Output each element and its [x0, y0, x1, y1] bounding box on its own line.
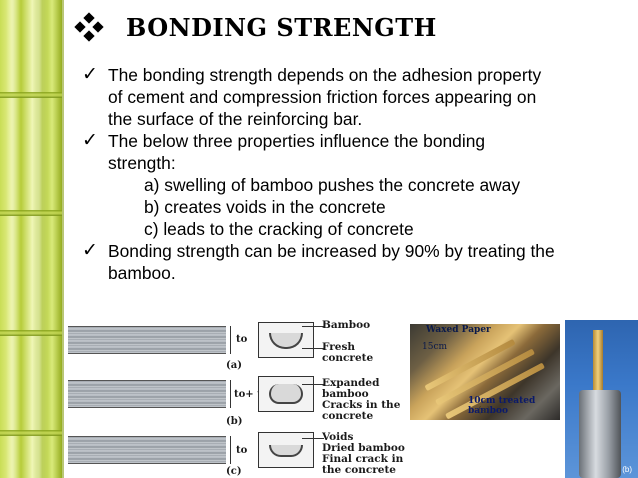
callout-text: Cracks in the: [322, 399, 401, 411]
photo-tag: (a): [478, 406, 491, 416]
section-box: [258, 432, 314, 468]
checkmark-icon: ✓: [82, 130, 98, 151]
bamboo-rod: [593, 330, 603, 400]
callout-bamboo: Bamboo: [322, 319, 371, 331]
dimension-line: [230, 380, 231, 408]
callout-voids: Voids Dried bamboo Final crack in the co…: [322, 432, 405, 476]
panel-tag: (b): [226, 416, 243, 427]
bullet-text: Bonding strength can be increased by 90%…: [108, 240, 555, 284]
checkmark-icon: ✓: [82, 64, 98, 85]
slide-title: BONDING STRENGTH: [126, 12, 437, 42]
callout-text: Voids: [322, 431, 354, 443]
dimension-label: to+ tc: [234, 389, 268, 400]
bullet-item: ✓ The below three properties influence t…: [82, 130, 630, 174]
bamboo-node: [0, 210, 62, 216]
slide-content: ✓ The bonding strength depends on the ad…: [82, 64, 630, 284]
photo-tag: (b): [622, 465, 632, 474]
concrete-bar: [68, 326, 226, 354]
panel-tag: (a): [226, 360, 242, 371]
bamboo-decoration: [0, 0, 62, 478]
bullet-item: ✓ The bonding strength depends on the ad…: [82, 64, 630, 130]
slide-divider: [62, 0, 64, 478]
bamboo-curve: [269, 445, 303, 457]
bullet-item: ✓ Bonding strength can be increased by 9…: [82, 240, 630, 284]
dimension-line: [230, 436, 231, 464]
dimension-label: 15cm: [422, 342, 448, 352]
callout-text: Expanded: [322, 377, 380, 389]
callout-text: the concrete: [322, 464, 396, 476]
bullet-line: bamboo.: [108, 263, 176, 283]
waxed-paper-label: Waxed Paper: [426, 325, 491, 335]
bullet-line: The bonding strength depends on the adhe…: [108, 65, 542, 85]
bamboo-node: [0, 430, 62, 436]
dimension-line: [230, 326, 231, 354]
photo-image: [410, 324, 560, 420]
title-row: BONDING STRENGTH: [74, 10, 437, 44]
sub-item: c) leads to the cracking of concrete: [144, 219, 414, 239]
section-box: [258, 322, 314, 358]
bullet-line: The below three properties influence the…: [108, 131, 486, 151]
bamboo-specimen-photo: Waxed Paper 15cm 10cm treated bamboo (a): [408, 320, 560, 478]
sub-item: a) swelling of bamboo pushes the concret…: [144, 175, 521, 195]
bond-test-photo: (b): [565, 320, 638, 478]
four-diamond-icon: [74, 12, 104, 42]
callout-line: [302, 384, 324, 385]
callout-line: [302, 348, 324, 349]
bullet-line: of cement and compression friction force…: [108, 87, 537, 107]
bullet-line: the surface of the reinforcing bar.: [108, 109, 363, 129]
bamboo-curve: [269, 333, 303, 349]
dimension-label: to: [236, 334, 248, 345]
callout-text: Final crack in: [322, 453, 404, 465]
callout-text: concrete: [322, 410, 374, 422]
callout-text: bamboo: [322, 388, 369, 400]
callout-line: [302, 326, 324, 327]
bullet-line: Bonding strength can be increased by 90%…: [108, 241, 555, 261]
bamboo-curve: [269, 384, 303, 404]
treated-bamboo-label: 10cm treated bamboo: [468, 396, 536, 416]
bamboo-node: [0, 330, 62, 336]
bamboo-stalk: [30, 0, 48, 478]
bamboo-bond-diagram: to (a) Bamboo Fresh concrete to+ tc (b) …: [66, 318, 406, 478]
callout-line: [302, 438, 324, 439]
dimension-label: to: [236, 445, 248, 456]
bamboo-stalk: [6, 0, 20, 478]
section-box: [258, 376, 314, 412]
bullet-text: The below three properties influence the…: [108, 130, 485, 174]
concrete-bar: [68, 380, 226, 408]
bullet-line: strength:: [108, 153, 176, 173]
bamboo-node: [0, 92, 62, 98]
bullet-text: The bonding strength depends on the adhe…: [108, 64, 541, 130]
panel-tag: (c): [226, 466, 242, 477]
concrete-bar: [68, 436, 226, 464]
sub-item: b) creates voids in the concrete: [144, 197, 386, 217]
callout-expanded-bamboo: Expanded bamboo Cracks in the concrete: [322, 378, 400, 422]
callout-fresh-concrete: Fresh concrete: [322, 341, 374, 364]
concrete-cylinder: [579, 390, 621, 478]
callout-text: Dried bamboo: [322, 442, 405, 454]
checkmark-icon: ✓: [82, 240, 98, 261]
